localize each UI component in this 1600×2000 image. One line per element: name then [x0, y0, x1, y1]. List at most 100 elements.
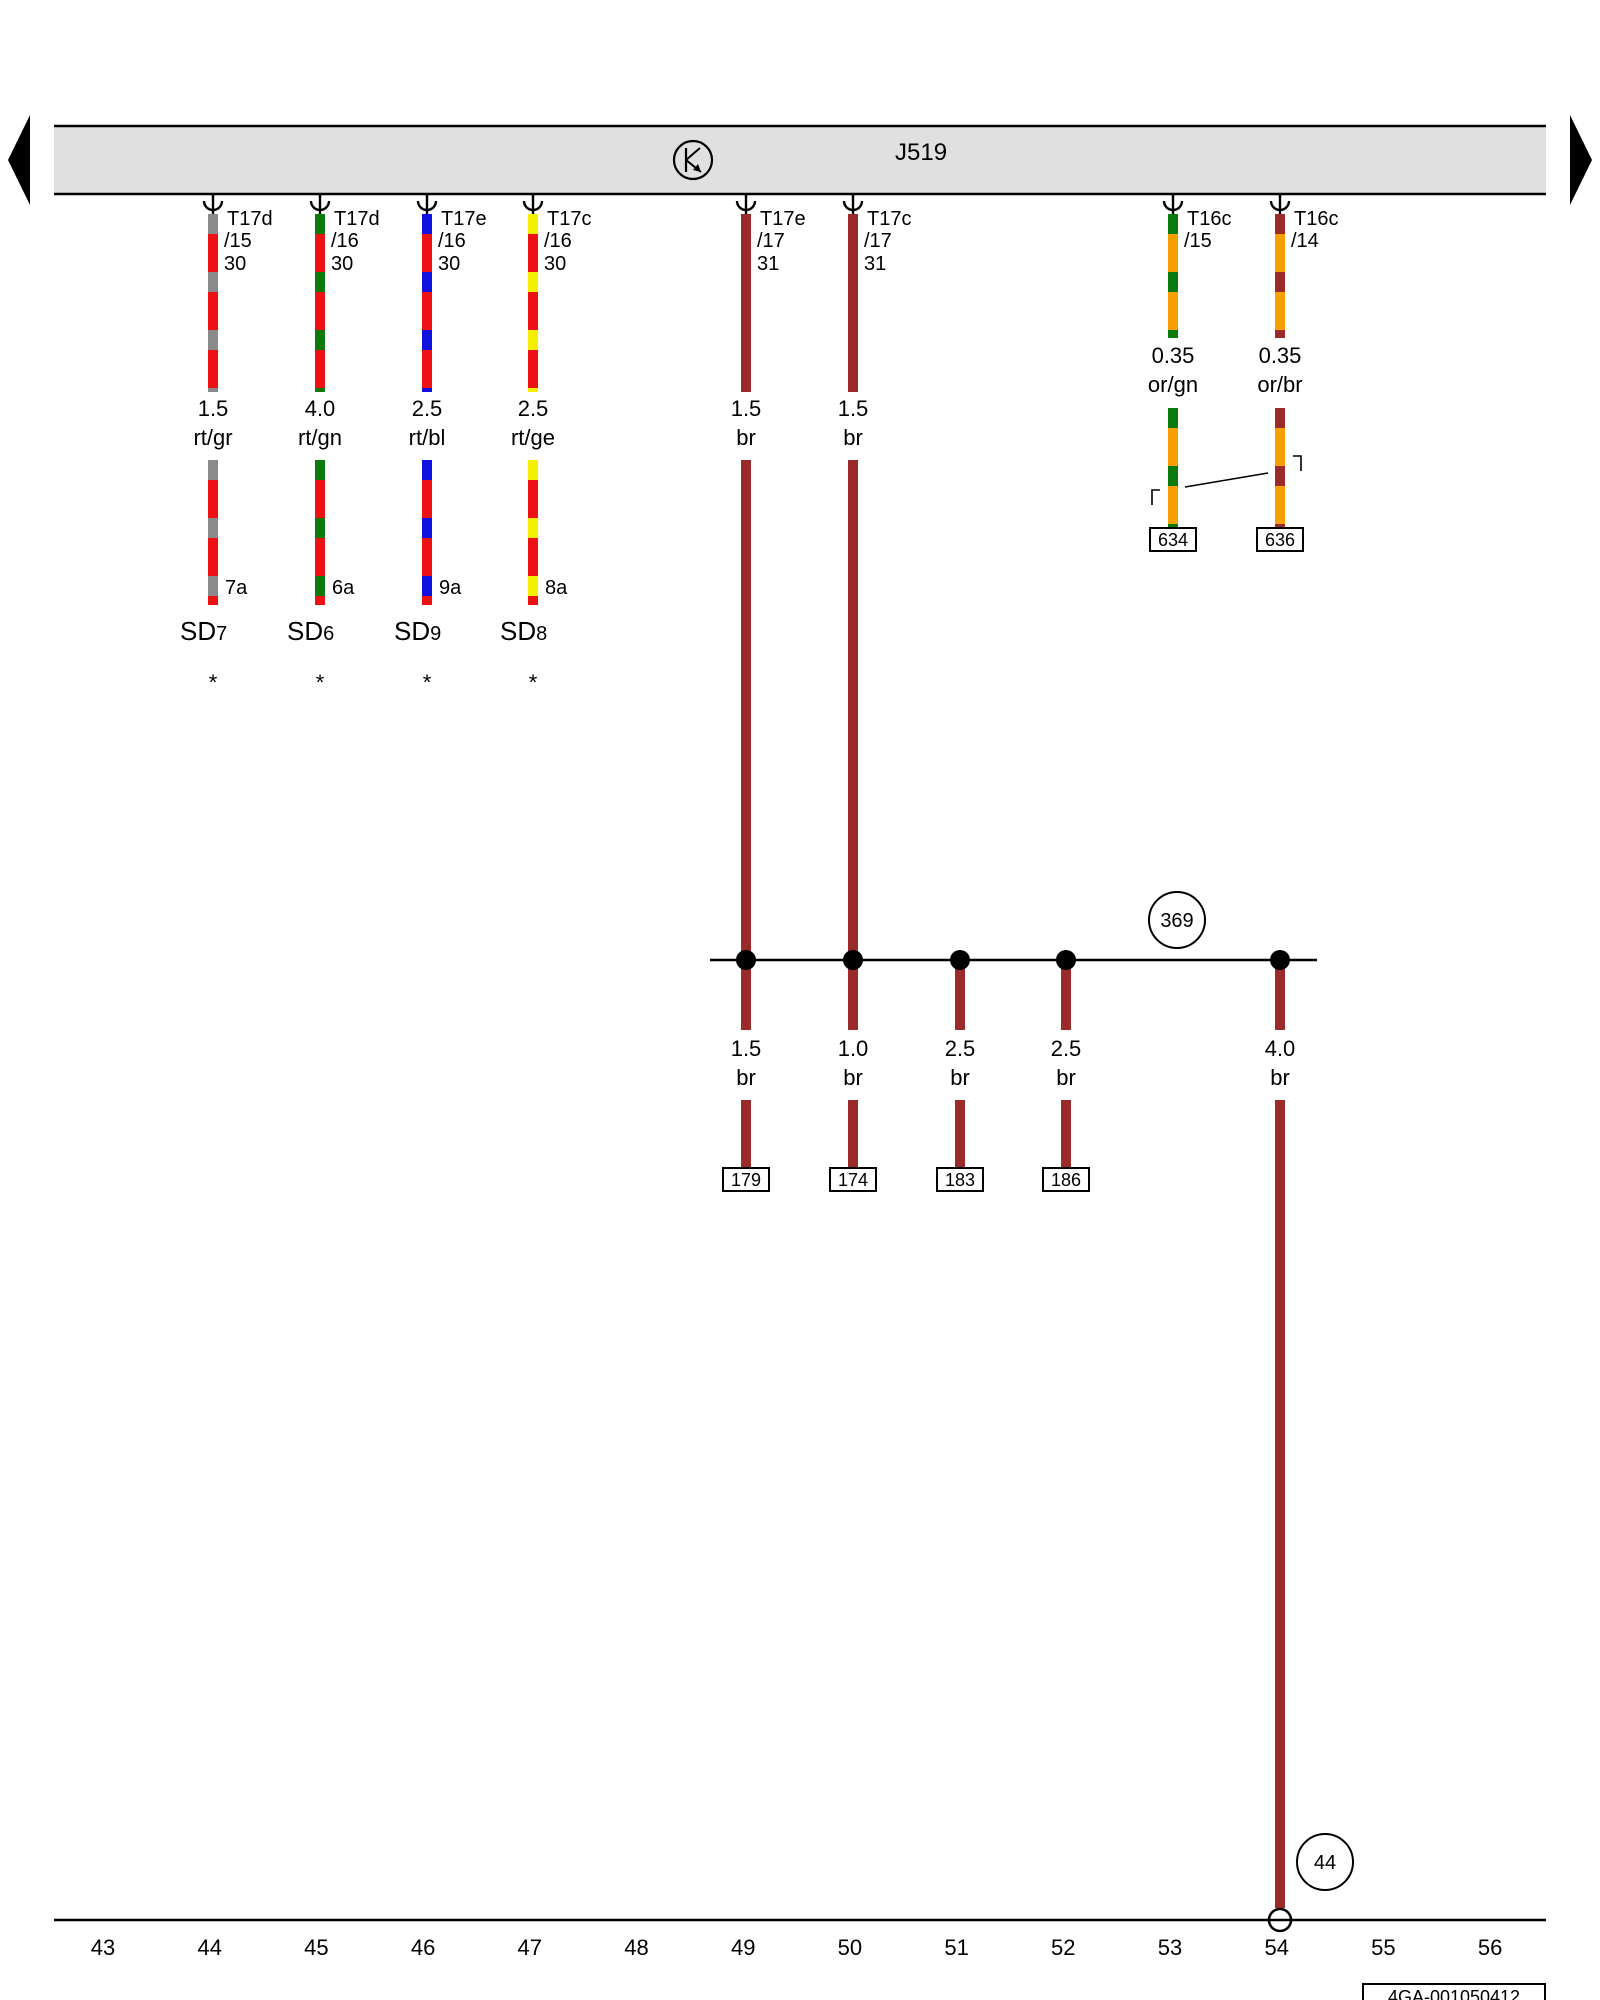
supply-wire-3-gauge: 2.5 — [412, 396, 443, 421]
signal-wire-2-box: 636 — [1256, 527, 1304, 552]
supply-wire-2-pin: /16 — [331, 230, 359, 252]
supply-wire-2-color: rt/gn — [298, 425, 342, 450]
fuse-2-note: * — [316, 670, 325, 695]
ground-point-label: 44 — [1296, 1833, 1354, 1891]
signal-wire-2-color: or/br — [1257, 372, 1302, 397]
branch-2-gauge: 1.0 — [838, 1036, 869, 1061]
signal-wire-1-color: or/gn — [1148, 372, 1198, 397]
document-id: 4GA-001050412 — [1362, 1983, 1546, 2000]
branch-4-box-text: 186 — [1051, 1170, 1081, 1190]
signal-wire-1-box: 634 — [1149, 527, 1197, 552]
ground-wire-2-terminal: 31 — [864, 253, 886, 275]
ground-wire-1-terminal: 31 — [757, 253, 779, 275]
supply-wire-4-color: rt/ge — [511, 425, 555, 450]
supply-wire-3-pin: /16 — [438, 230, 466, 252]
signal-wire-2-connector: T16c — [1294, 208, 1338, 230]
branch-3-color: br — [950, 1065, 970, 1090]
supply-wire-3-connector: T17e — [441, 208, 487, 230]
fuse-4-label: SD8 — [500, 616, 547, 646]
supply-wire-4-end-pin: 8a — [545, 577, 568, 599]
signal-wire-2-gauge: 0.35 — [1259, 343, 1302, 368]
supply-wire-2-gauge: 4.0 — [305, 396, 336, 421]
ground-connector-2-icon — [842, 194, 864, 214]
signal-wire-1-pin: /15 — [1184, 230, 1212, 252]
scale-56: 56 — [1478, 1935, 1502, 1960]
splice-1-node — [736, 950, 756, 970]
next-page-arrow-icon[interactable] — [1570, 115, 1592, 205]
scale-52: 52 — [1051, 1935, 1075, 1960]
branch-3-box-text: 183 — [945, 1170, 975, 1190]
branch-5-gauge: 4.0 — [1265, 1036, 1296, 1061]
scale-49: 49 — [731, 1935, 755, 1960]
branch-2-color: br — [843, 1065, 863, 1090]
fuse-1-label: SD7 — [180, 616, 227, 646]
connector-3-icon — [416, 194, 438, 214]
supply-wire-4-gauge: 2.5 — [518, 396, 549, 421]
splice-2-node — [843, 950, 863, 970]
supply-wire-2-terminal: 30 — [331, 253, 353, 275]
branch-5-color: br — [1270, 1065, 1290, 1090]
ground-wire-1-pin: /17 — [757, 230, 785, 252]
scale-45: 45 — [304, 1935, 328, 1960]
twisted-pair-marker — [1151, 455, 1302, 505]
ground-connector-1-icon — [735, 194, 757, 214]
branch-1-box: 179 — [722, 1167, 770, 1192]
fuse-2-label: SD6 — [287, 616, 334, 646]
supply-wire-1-end-pin: 7a — [225, 577, 248, 599]
supply-wire-4-terminal: 30 — [544, 253, 566, 275]
connection-369-label: 369 — [1148, 891, 1206, 949]
signal-wire-1-box-text: 634 — [1158, 530, 1188, 550]
signal-wire-1-gauge: 0.35 — [1152, 343, 1195, 368]
signal-wire-2-pin: /14 — [1291, 230, 1319, 252]
scale-55: 55 — [1371, 1935, 1395, 1960]
branch-1-gauge: 1.5 — [731, 1036, 762, 1061]
scale-48: 48 — [624, 1935, 648, 1960]
ground-point-text: 44 — [1314, 1852, 1336, 1874]
wires-layer: T17d/15301.5rt/gr7aSD7*T17d/16304.0rt/gn… — [180, 194, 1354, 1933]
supply-wire-3-color: rt/bl — [409, 425, 446, 450]
connector-2-icon — [309, 194, 331, 214]
branch-2-box-text: 174 — [838, 1170, 868, 1190]
branch-4-box: 186 — [1042, 1167, 1090, 1192]
previous-page-arrow-icon[interactable] — [8, 115, 30, 205]
signal-connector-2-icon — [1269, 194, 1291, 214]
fuse-3-label: SD9 — [394, 616, 441, 646]
scale-50: 50 — [838, 1935, 862, 1960]
scale-43: 43 — [91, 1935, 115, 1960]
ground-wire-2-gauge: 1.5 — [838, 396, 869, 421]
branch-4-color: br — [1056, 1065, 1076, 1090]
branch-2-box: 174 — [829, 1167, 877, 1192]
ground-wire-2-color: br — [843, 425, 863, 450]
svg-text:4GA-001050412: 4GA-001050412 — [1388, 1987, 1520, 2000]
supply-wire-3-end-pin: 9a — [439, 577, 462, 599]
supply-wire-2-connector: T17d — [334, 208, 380, 230]
supply-wire-1-pin: /15 — [224, 230, 252, 252]
splice-3-node — [950, 950, 970, 970]
scale-54: 54 — [1264, 1935, 1288, 1960]
supply-wire-2-end-pin: 6a — [332, 577, 355, 599]
scale-44: 44 — [197, 1935, 221, 1960]
signal-wire-1-connector: T16c — [1187, 208, 1231, 230]
fuse-4-note: * — [529, 670, 538, 695]
ground-wire-2-connector: T17c — [867, 208, 911, 230]
scale-53: 53 — [1158, 1935, 1182, 1960]
connection-369-text: 369 — [1160, 910, 1193, 932]
fuse-3-note: * — [423, 670, 432, 695]
supply-wire-4-connector: T17c — [547, 208, 591, 230]
transistor-icon — [672, 139, 714, 181]
scale-47: 47 — [518, 1935, 542, 1960]
fuse-1-note: * — [209, 670, 218, 695]
ground-wire-1-gauge: 1.5 — [731, 396, 762, 421]
splice-4-node — [1056, 950, 1076, 970]
control-unit-housing: J519 — [54, 124, 1546, 196]
signal-connector-1-icon — [1162, 194, 1184, 214]
splice-5-node — [1270, 950, 1290, 970]
connector-1-icon — [202, 194, 224, 214]
connector-4-icon — [522, 194, 544, 214]
ground-wire-2-pin: /17 — [864, 230, 892, 252]
supply-wire-1-color: rt/gr — [193, 425, 232, 450]
supply-wire-1-terminal: 30 — [224, 253, 246, 275]
signal-wire-2-box-text: 636 — [1265, 530, 1295, 550]
scale-46: 46 — [411, 1935, 435, 1960]
